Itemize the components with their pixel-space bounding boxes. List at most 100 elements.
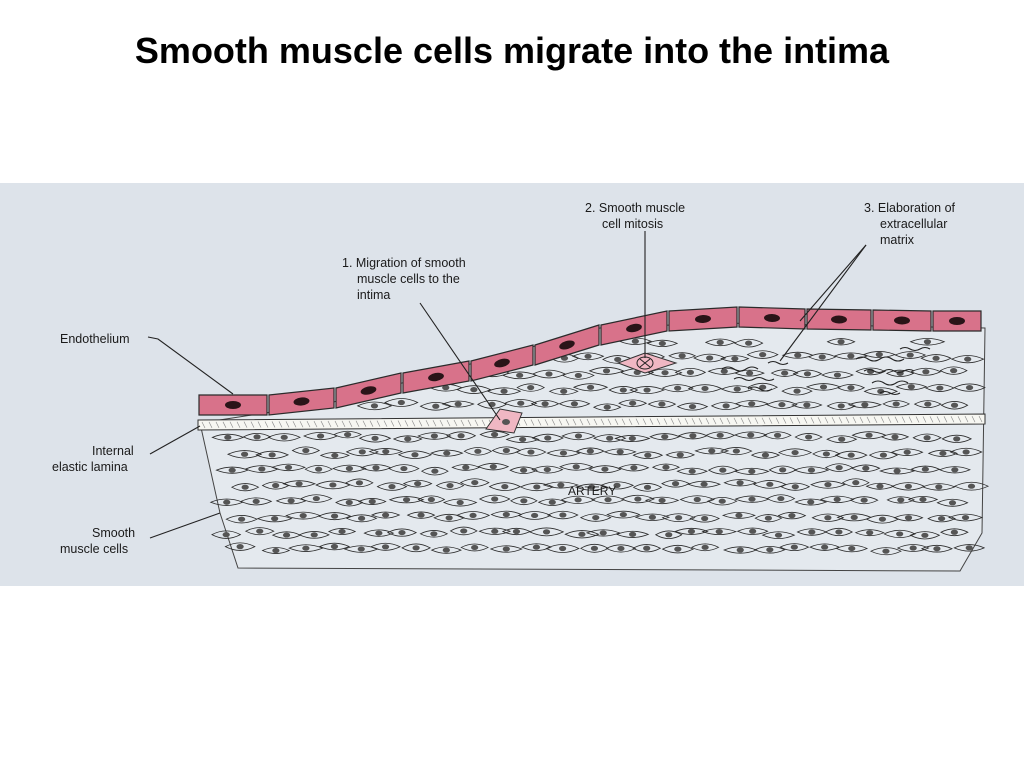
lamina-fiber bbox=[579, 418, 584, 426]
smooth-muscle-cell bbox=[574, 483, 609, 491]
smooth-muscle-cell bbox=[883, 529, 917, 539]
smooth-muscle-cell bbox=[849, 496, 879, 505]
cell-nucleus bbox=[601, 466, 609, 472]
smooth-muscle-cell bbox=[779, 543, 810, 552]
cell-nucleus bbox=[747, 432, 755, 438]
smooth-muscle-cell bbox=[736, 527, 769, 535]
smooth-muscle-cell bbox=[449, 526, 478, 536]
lamina-fiber bbox=[432, 420, 437, 427]
lamina-fiber bbox=[453, 419, 458, 427]
endothelial-nucleus bbox=[360, 386, 377, 395]
cell-nucleus bbox=[295, 481, 303, 487]
lamina-fiber bbox=[859, 416, 864, 424]
cell-nucleus bbox=[803, 402, 811, 408]
lamina-fiber bbox=[684, 418, 689, 425]
cell-nucleus bbox=[701, 544, 709, 550]
cell-nucleus bbox=[674, 546, 682, 552]
smooth-muscle-cell bbox=[459, 478, 490, 487]
cell-nucleus bbox=[736, 547, 744, 553]
cell-nucleus bbox=[852, 480, 860, 486]
smooth-muscle-cell bbox=[676, 467, 708, 475]
lamina-fiber bbox=[929, 416, 934, 423]
cell-nucleus bbox=[837, 403, 845, 409]
cell-nucleus bbox=[932, 355, 940, 361]
lamina-fiber bbox=[691, 418, 696, 425]
smooth-muscle-cell bbox=[548, 387, 579, 396]
smooth-muscle-cell bbox=[921, 483, 956, 491]
cell-nucleus bbox=[759, 352, 767, 358]
lamina-fiber bbox=[348, 420, 353, 427]
smooth-muscle-cell bbox=[720, 355, 750, 363]
smooth-muscle-cell bbox=[894, 351, 927, 359]
cell-nucleus bbox=[443, 450, 451, 456]
cell-nucleus bbox=[590, 545, 599, 551]
cell-nucleus bbox=[357, 515, 366, 521]
smooth-muscle-cell bbox=[318, 542, 351, 551]
lamina-fiber bbox=[404, 420, 409, 427]
smooth-muscle-cell bbox=[834, 450, 868, 460]
cell-nucleus bbox=[628, 435, 636, 442]
smooth-muscle-cell bbox=[505, 435, 540, 444]
smooth-muscle-cell bbox=[794, 433, 823, 442]
cell-nucleus bbox=[961, 514, 970, 521]
lamina-fiber bbox=[656, 418, 661, 425]
cell-nucleus bbox=[921, 532, 929, 538]
smooth-muscle-cell bbox=[516, 383, 546, 392]
cell-nucleus bbox=[644, 452, 652, 458]
cell-nucleus bbox=[860, 497, 868, 503]
cell-nucleus bbox=[310, 532, 318, 538]
smooth-muscle-cell bbox=[226, 450, 263, 459]
lamina-fiber bbox=[880, 416, 885, 423]
cell-nucleus bbox=[904, 515, 913, 521]
cell-nucleus bbox=[516, 372, 524, 378]
smooth-muscle-cell bbox=[644, 496, 680, 505]
smooth-muscle-cell bbox=[530, 400, 560, 408]
cell-nucleus bbox=[948, 500, 957, 506]
lamina-fiber bbox=[670, 418, 675, 425]
smooth-muscle-cell bbox=[509, 466, 538, 474]
smooth-muscle-cell bbox=[907, 495, 939, 503]
cell-nucleus bbox=[794, 352, 802, 358]
cell-nucleus bbox=[951, 467, 959, 473]
cell-nucleus bbox=[720, 368, 728, 374]
smooth-muscle-cell bbox=[647, 368, 683, 377]
lamina-fiber bbox=[285, 421, 290, 428]
lamina-fiber bbox=[341, 420, 346, 428]
smooth-muscle-cell bbox=[489, 545, 523, 553]
smooth-muscle-cell bbox=[679, 495, 715, 504]
smooth-muscle-cell bbox=[947, 513, 984, 522]
label-smooth-muscle-cells: Smooth muscle cells bbox=[60, 526, 139, 556]
cell-nucleus bbox=[773, 432, 782, 438]
lamina-fiber bbox=[733, 417, 738, 425]
cell-nucleus bbox=[964, 356, 972, 362]
cell-nucleus bbox=[527, 384, 535, 391]
cell-nucleus bbox=[923, 339, 932, 345]
smooth-muscle-cell bbox=[909, 531, 941, 540]
label-endothelium: Endothelium bbox=[60, 332, 130, 346]
smooth-muscle-cell bbox=[793, 466, 830, 474]
smooth-muscle-cell bbox=[397, 450, 433, 459]
smooth-muscle-cell bbox=[707, 465, 738, 475]
smooth-muscle-cell bbox=[504, 399, 538, 408]
lamina-fiber bbox=[803, 417, 808, 424]
cell-nucleus bbox=[807, 499, 815, 505]
cell-nucleus bbox=[560, 388, 568, 394]
cell-nucleus bbox=[355, 480, 364, 486]
cell-nucleus bbox=[731, 356, 739, 362]
smooth-muscle-cell bbox=[761, 531, 796, 540]
cell-nucleus bbox=[502, 447, 510, 454]
smooth-muscle-cell bbox=[384, 398, 419, 407]
cell-nucleus bbox=[592, 514, 600, 521]
lamina-fiber bbox=[943, 416, 948, 423]
smooth-muscle-cell bbox=[634, 513, 671, 521]
lamina-fiber bbox=[390, 420, 395, 427]
smooth-muscle-cell bbox=[863, 387, 899, 396]
smooth-muscle-cell bbox=[478, 494, 511, 504]
smooth-muscle-cell bbox=[267, 433, 302, 442]
smooth-muscle-cell bbox=[920, 354, 952, 363]
cell-nucleus bbox=[671, 481, 680, 487]
smooth-muscle-cell bbox=[477, 462, 510, 471]
cell-nucleus bbox=[778, 402, 786, 408]
lamina-fiber bbox=[418, 420, 423, 427]
smooth-muscle-cell bbox=[327, 528, 357, 535]
